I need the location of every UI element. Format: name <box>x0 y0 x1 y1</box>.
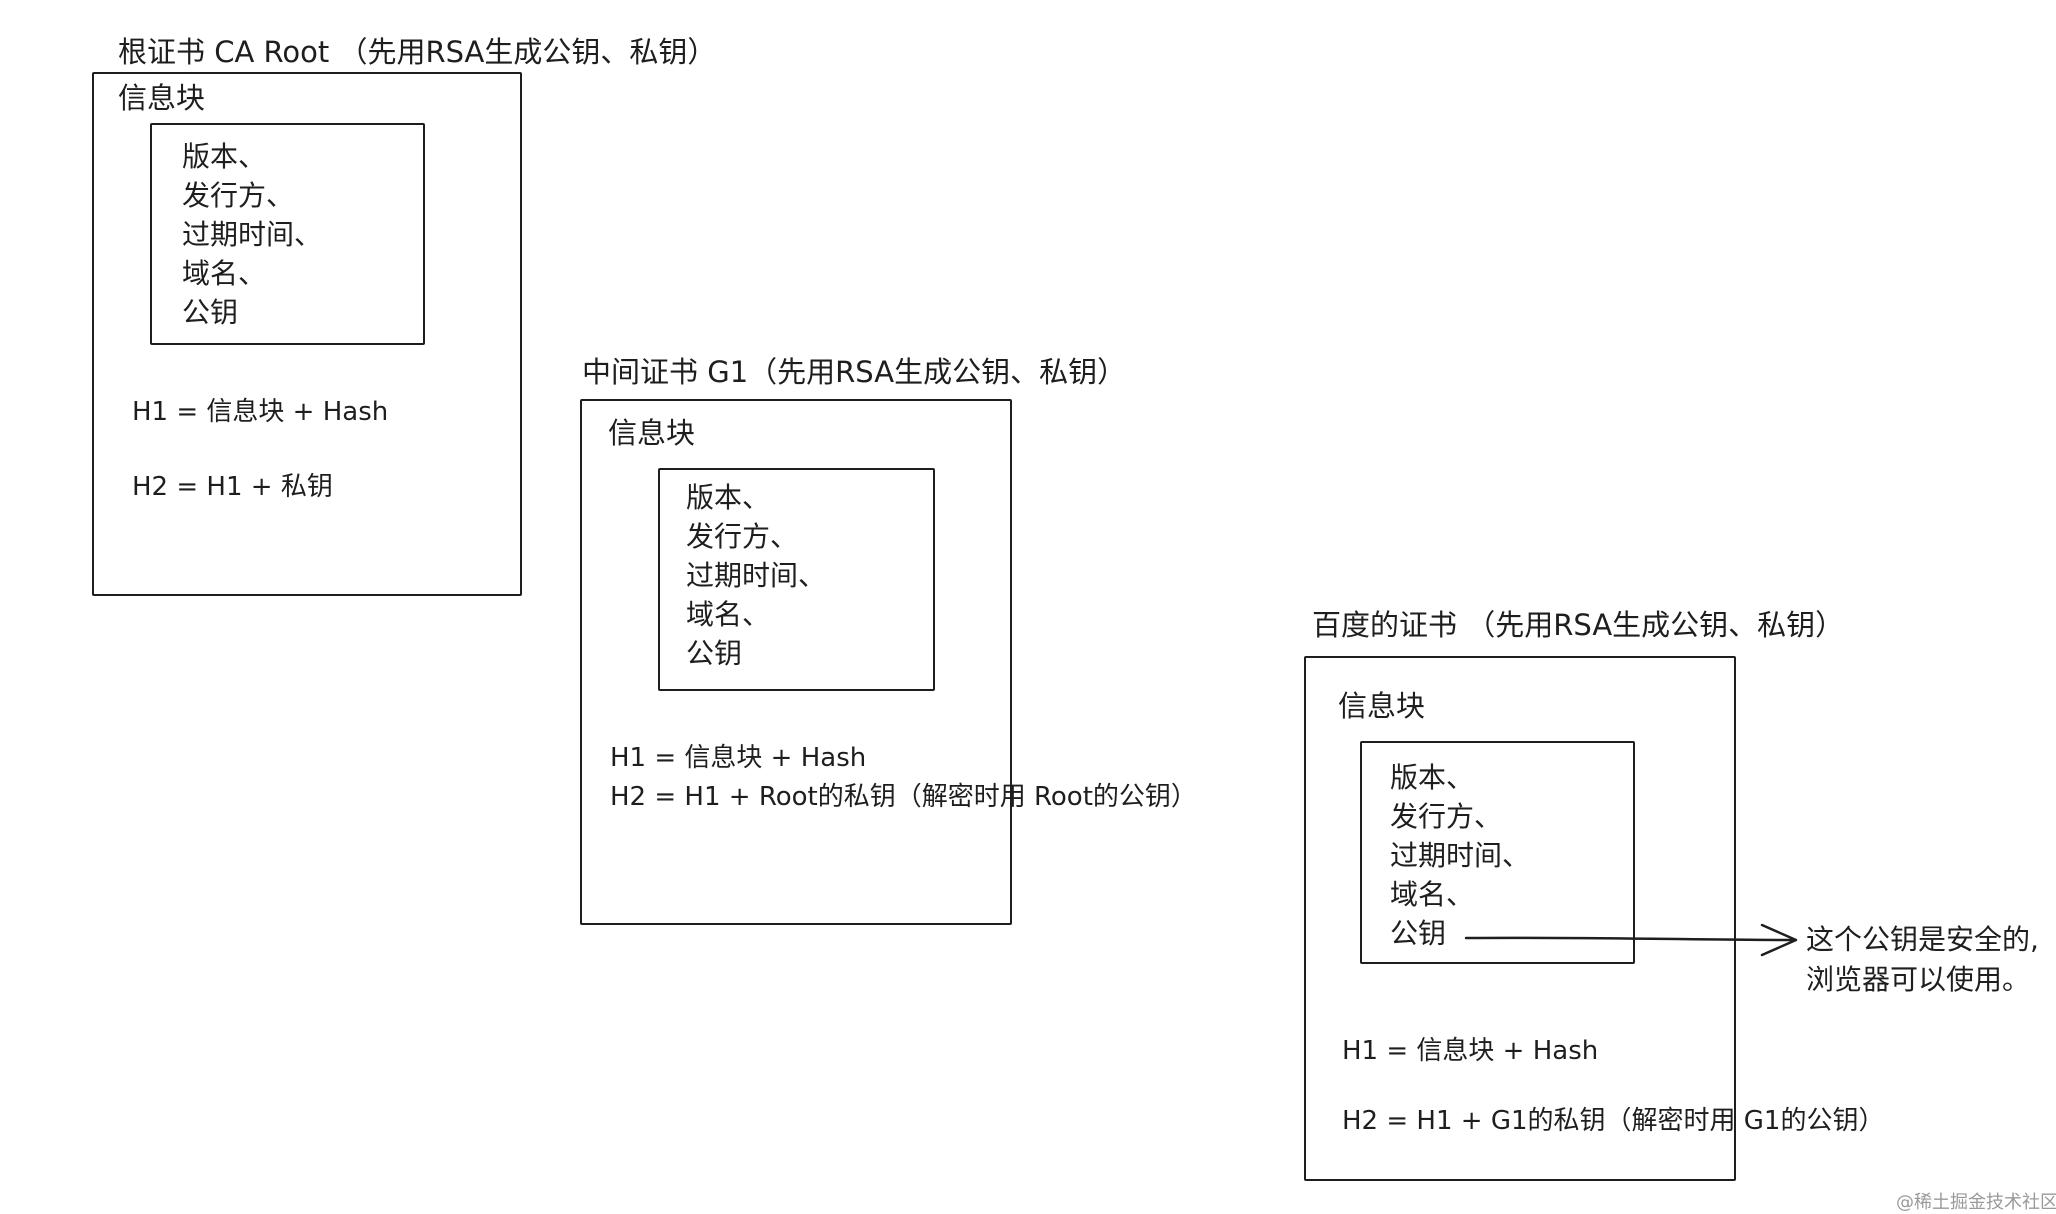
intermediate-cert-box <box>580 399 1012 925</box>
baidu-cert-title: 百度的证书 （先用RSA生成公钥、私钥） <box>1312 608 1845 642</box>
baidu-cert-box <box>1304 656 1736 1181</box>
baidu-field-list: 版本、 发行方、 过期时间、 域名、 公钥 <box>1390 758 1530 953</box>
root-cert-box <box>92 72 522 596</box>
arrow-note-line-2: 浏览器可以使用。 <box>1806 963 2031 996</box>
root-field-list: 版本、 发行方、 过期时间、 域名、 公钥 <box>182 137 322 332</box>
intermediate-cert-title: 中间证书 G1（先用RSA生成公钥、私钥） <box>582 355 1127 389</box>
baidu-field-domain: 域名、 <box>1390 878 1475 911</box>
root-info-block-box <box>150 123 425 345</box>
root-field-public-key: 公钥 <box>182 296 239 329</box>
baidu-field-issuer: 发行方、 <box>1390 800 1503 833</box>
root-field-domain: 域名、 <box>182 257 267 290</box>
root-h1-formula: H1 = 信息块 + Hash <box>132 397 389 427</box>
root-cert-title: 根证书 CA Root （先用RSA生成公钥、私钥） <box>118 35 717 69</box>
intermediate-h2-formula: H2 = H1 + Root的私钥（解密时用 Root的公钥） <box>610 782 1197 812</box>
intermediate-field-domain: 域名、 <box>686 598 771 631</box>
root-field-issuer: 发行方、 <box>182 179 295 212</box>
arrow-note-line-1: 这个公钥是安全的, <box>1806 923 2039 956</box>
baidu-info-block-box <box>1360 741 1635 964</box>
intermediate-info-block-label: 信息块 <box>608 416 696 450</box>
baidu-field-public-key: 公钥 <box>1390 917 1447 950</box>
intermediate-field-issuer: 发行方、 <box>686 520 799 553</box>
intermediate-field-expiry: 过期时间、 <box>686 559 827 592</box>
root-info-block-label: 信息块 <box>118 81 206 115</box>
watermark: @稀土掘金技术社区 <box>1896 1192 2056 1213</box>
baidu-h2-formula: H2 = H1 + G1的私钥（解密时用 G1的公钥） <box>1342 1106 1885 1136</box>
intermediate-field-list: 版本、 发行方、 过期时间、 域名、 公钥 <box>686 478 826 673</box>
root-h2-formula: H2 = H1 + 私钥 <box>132 472 333 502</box>
root-field-expiry: 过期时间、 <box>182 218 323 251</box>
root-field-version: 版本、 <box>182 140 267 173</box>
baidu-h1-formula: H1 = 信息块 + Hash <box>1342 1036 1599 1066</box>
intermediate-h1-formula: H1 = 信息块 + Hash <box>610 743 867 773</box>
intermediate-field-version: 版本、 <box>686 481 771 514</box>
baidu-info-block-label: 信息块 <box>1338 689 1426 723</box>
baidu-field-version: 版本、 <box>1390 761 1475 794</box>
intermediate-info-block-box <box>658 468 935 691</box>
intermediate-field-public-key: 公钥 <box>686 637 743 670</box>
baidu-field-expiry: 过期时间、 <box>1390 839 1531 872</box>
